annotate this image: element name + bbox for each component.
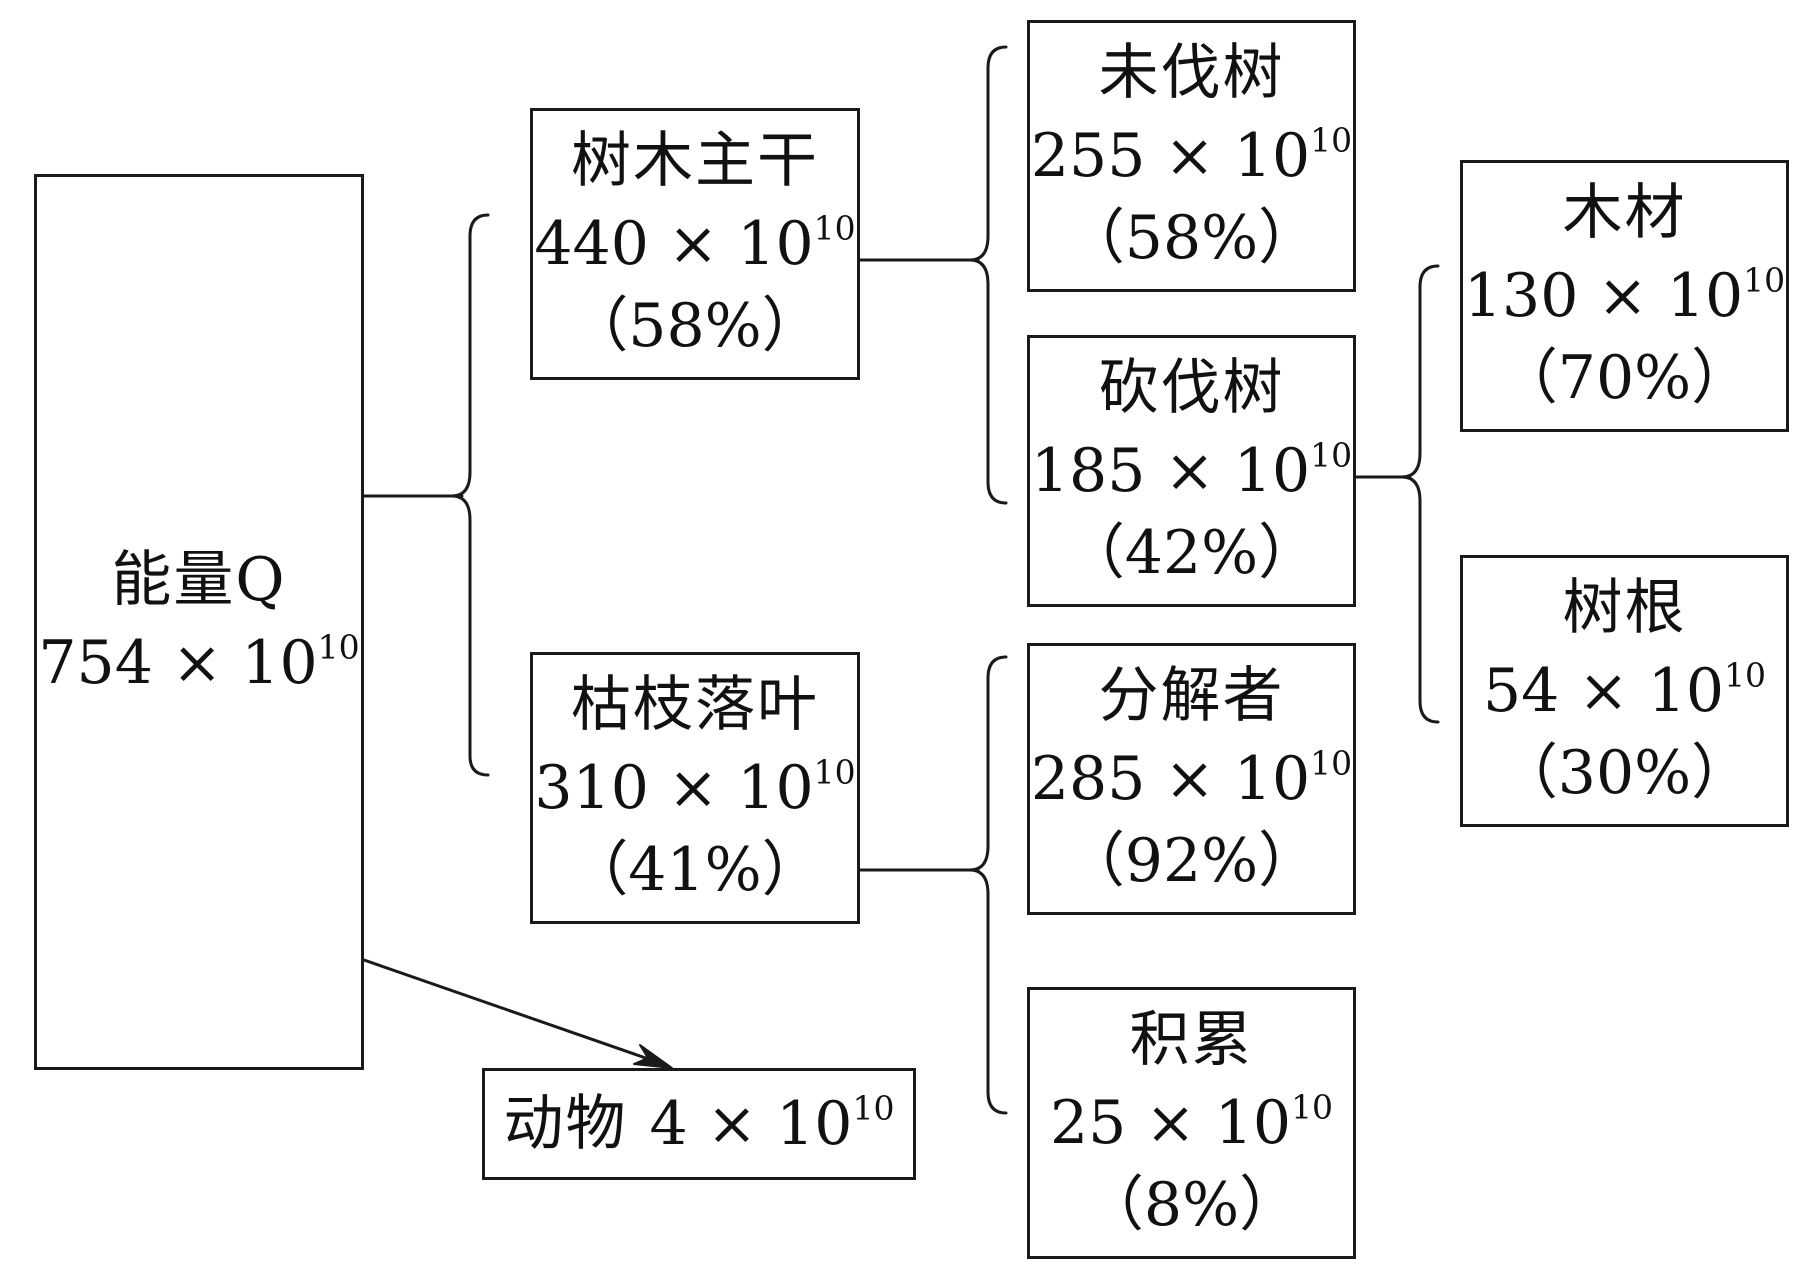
node-accumulate-name: 积累 xyxy=(1129,1004,1254,1075)
node-cut-percent: （42%） xyxy=(1064,518,1319,589)
node-animal-value: 4 × 1010 xyxy=(649,1087,895,1159)
node-trunk: 树木主干 440 × 1010 （58%） xyxy=(530,108,860,380)
node-accumulate-value: 25 × 1010 xyxy=(1049,1086,1334,1158)
node-timber: 木材 130 × 1010 （70%） xyxy=(1460,160,1789,432)
brace-energy xyxy=(450,213,490,777)
node-energy-value: 754 × 1010 xyxy=(38,627,360,698)
arrow-energy-animal xyxy=(362,958,662,1065)
node-decomposer-value: 285 × 1010 xyxy=(1030,742,1353,814)
brace-trunk xyxy=(968,45,1008,505)
node-trunk-name: 树木主干 xyxy=(571,125,819,196)
node-uncut-value: 255 × 1010 xyxy=(1030,119,1353,191)
node-energy-name: 能量Q xyxy=(111,545,287,616)
node-timber-value: 130 × 1010 xyxy=(1463,259,1786,331)
node-trunk-value: 440 × 1010 xyxy=(534,207,856,279)
node-trunk-percent: （58%） xyxy=(568,291,822,362)
node-root: 树根 54 × 1010 （30%） xyxy=(1460,555,1789,827)
node-decomposer-percent: （92%） xyxy=(1064,826,1319,897)
node-uncut-percent: （58%） xyxy=(1064,203,1319,274)
arrowhead-animal xyxy=(633,1044,673,1069)
node-timber-percent: （70%） xyxy=(1497,343,1752,414)
node-cut: 砍伐树 185 × 1010 （42%） xyxy=(1027,335,1356,607)
node-accumulate: 积累 25 × 1010 （8%） xyxy=(1027,987,1356,1259)
node-decomposer: 分解者 285 × 1010 （92%） xyxy=(1027,643,1356,915)
node-energy: 能量Q 754 × 1010 xyxy=(34,174,364,1070)
node-cut-name: 砍伐树 xyxy=(1098,352,1285,423)
brace-litter xyxy=(968,655,1008,1115)
node-animal: 动物 4 × 1010 xyxy=(482,1068,916,1180)
node-root-name: 树根 xyxy=(1562,572,1687,643)
node-litter-name: 枯枝落叶 xyxy=(571,669,819,740)
node-uncut-name: 未伐树 xyxy=(1098,37,1285,108)
node-litter: 枯枝落叶 310 × 1010 （41%） xyxy=(530,652,860,924)
node-litter-percent: （41%） xyxy=(568,835,822,906)
node-root-percent: （30%） xyxy=(1497,738,1752,809)
node-cut-value: 185 × 1010 xyxy=(1030,434,1353,506)
node-animal-name: 动物 xyxy=(503,1088,628,1159)
node-root-value: 54 × 1010 xyxy=(1482,654,1767,726)
node-uncut: 未伐树 255 × 1010 （58%） xyxy=(1027,20,1356,292)
brace-cut xyxy=(1400,264,1440,724)
node-litter-value: 310 × 1010 xyxy=(534,751,856,823)
node-accumulate-percent: （8%） xyxy=(1083,1170,1300,1241)
node-timber-name: 木材 xyxy=(1562,177,1687,248)
node-decomposer-name: 分解者 xyxy=(1098,660,1285,731)
